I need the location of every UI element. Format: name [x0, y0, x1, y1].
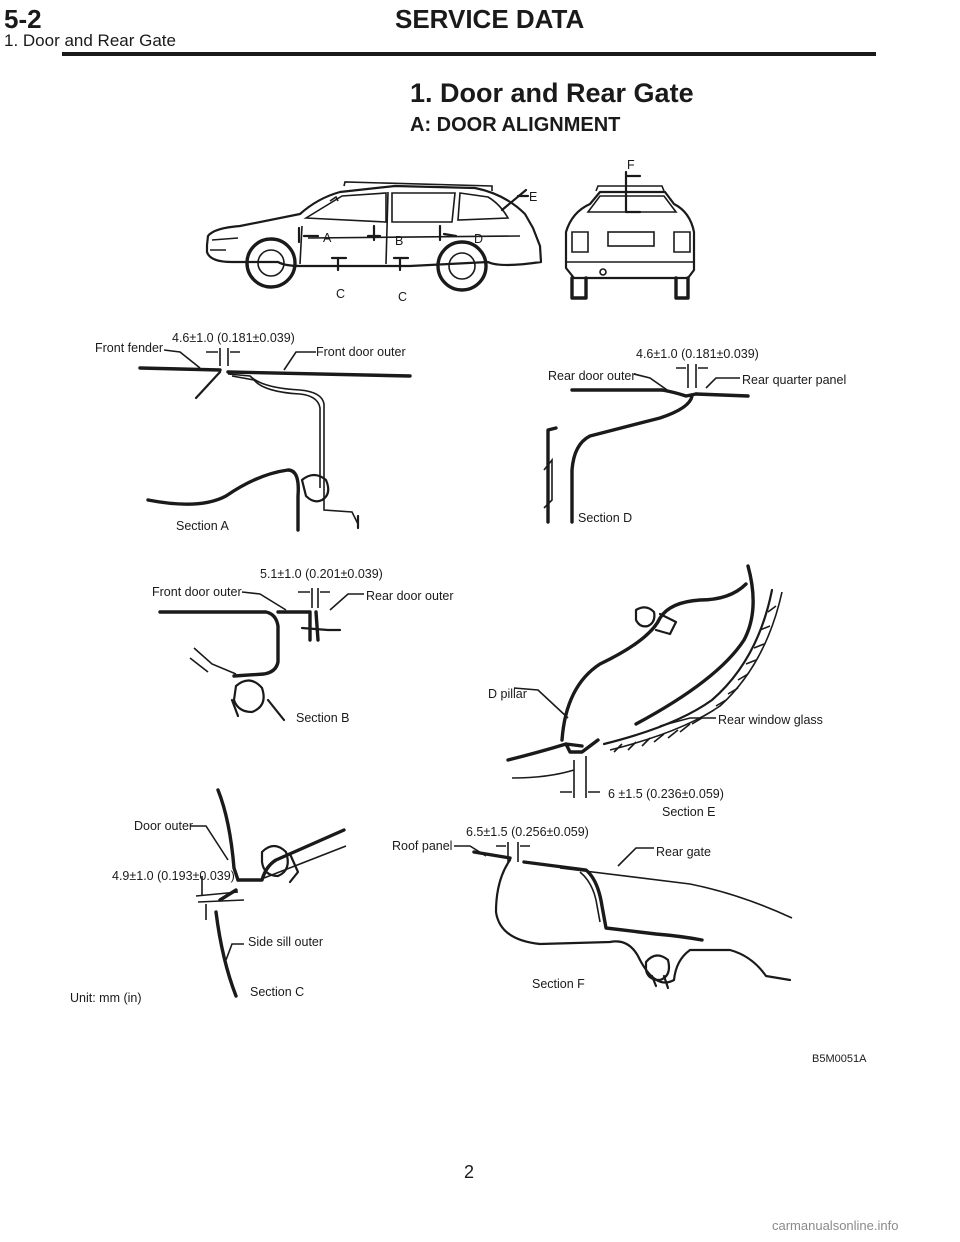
section-f-caption: Section F [532, 977, 585, 991]
section-b-diagram: 5.1±1.0 (0.201±0.039) Front door outer R… [152, 567, 454, 725]
marker-f: F [627, 158, 635, 172]
marker-a: A [323, 231, 332, 245]
section-c-diagram: Door outer 4.9±1.0 (0.193±0.039) Side si… [112, 788, 347, 999]
section-d-label-rear-quarter-panel: Rear quarter panel [742, 373, 846, 387]
section-a-dimension: 4.6±1.0 (0.181±0.039) [172, 331, 295, 345]
section-c-dimension: 4.9±1.0 (0.193±0.039) [112, 869, 235, 883]
figure-id: B5M0051A [812, 1053, 867, 1065]
section-c-label-door-outer: Door outer [134, 819, 193, 833]
marker-c1: C [336, 287, 345, 301]
header-subtitle: 1. Door and Rear Gate [4, 31, 176, 50]
section-f-label-rear-gate: Rear gate [656, 845, 711, 859]
marker-e: E [529, 190, 537, 204]
section-e-dimension: 6 ±1.5 (0.236±0.059) [608, 787, 724, 801]
section-d-diagram: 4.6±1.0 (0.181±0.039) Rear door outer Re… [543, 347, 846, 525]
marker-d: D [474, 232, 483, 246]
section-d-caption: Section D [578, 511, 632, 525]
page-number: 2 [464, 1162, 475, 1182]
section-d-label-rear-door-outer: Rear door outer [548, 369, 636, 383]
section-f-diagram: 6.5±1.5 (0.256±0.059) Roof panel Rear ga… [392, 825, 793, 991]
marker-c2: C [398, 290, 407, 304]
section-b-label-rear-door-outer: Rear door outer [366, 589, 454, 603]
car-rear-view: F [564, 158, 696, 300]
car-side-view: A B D C C E [205, 181, 543, 304]
section-a-label-front-fender: Front fender [95, 341, 163, 355]
section-e-label-d-pillar: D pillar [488, 687, 527, 701]
section-c-caption: Section C [250, 985, 304, 999]
marker-b: B [395, 234, 403, 248]
unit-note: Unit: mm (in) [70, 991, 142, 1005]
section-title: SERVICE DATA [395, 4, 585, 34]
section-code: 5-2 [4, 4, 42, 34]
header-rule [62, 52, 876, 56]
section-f-dimension: 6.5±1.5 (0.256±0.059) [466, 825, 589, 839]
section-b-label-front-door-outer: Front door outer [152, 585, 242, 599]
section-e-diagram: 6 ±1.5 (0.236±0.059) D pillar Rear windo… [488, 564, 823, 819]
section-a-label-front-door-outer: Front door outer [316, 345, 406, 359]
section-a-caption: Section A [176, 519, 229, 533]
section-f-label-roof-panel: Roof panel [392, 839, 452, 853]
section-d-dimension: 4.6±1.0 (0.181±0.039) [636, 347, 759, 361]
page-heading: 1. Door and Rear Gate [410, 78, 694, 108]
section-a-diagram: 4.6±1.0 (0.181±0.039) Front fender Front… [95, 331, 412, 533]
section-c-label-side-sill-outer: Side sill outer [248, 935, 323, 949]
section-e-caption: Section E [662, 805, 716, 819]
section-b-caption: Section B [296, 711, 350, 725]
section-b-dimension: 5.1±1.0 (0.201±0.039) [260, 567, 383, 581]
watermark: carmanualsonline.info [772, 1218, 899, 1233]
page-subheading: A: DOOR ALIGNMENT [410, 114, 621, 136]
section-e-label-rear-window-glass: Rear window glass [718, 713, 823, 727]
